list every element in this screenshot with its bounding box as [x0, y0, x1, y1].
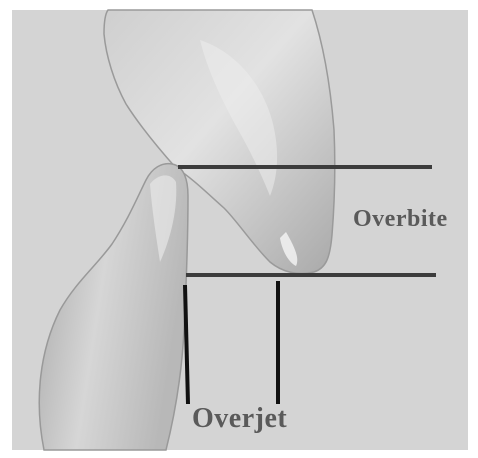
- overjet-label: Overjet: [192, 403, 287, 435]
- overbite-label: Overbite: [353, 206, 448, 233]
